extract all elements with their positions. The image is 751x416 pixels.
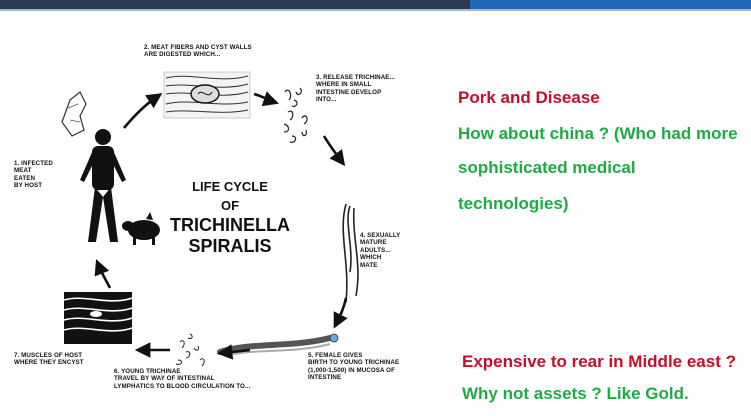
host-muscle-illustration [64, 292, 132, 344]
young-trichinae-illustration [176, 334, 204, 366]
notes-line-1: How about china ? (Who had more [458, 124, 738, 144]
pig-illustration [122, 212, 160, 245]
slide-top-bar [0, 0, 751, 12]
adult-worms-illustration [343, 204, 358, 302]
notes-line-3: technologies) [458, 194, 569, 214]
step1-caption: 1. INFECTED MEAT EATEN BY HOST [14, 160, 53, 190]
meat-fibers-cyst-illustration [164, 72, 250, 118]
title-line-life-cycle: LIFE CYCLE [160, 177, 300, 196]
top-bar-dark-segment [0, 0, 480, 9]
infected-meat-illustration [62, 92, 86, 136]
title-line-trichinella: TRICHINELLA [160, 215, 300, 236]
step2-caption: 2. MEAT FIBERS AND CYST WALLS ARE DIGEST… [144, 44, 252, 59]
title-line-of: OF [160, 196, 300, 215]
notes-bottom-2: Why not assets ? Like Gold. [462, 384, 689, 404]
title-line-spiralis: SPIRALIS [160, 236, 300, 257]
top-bar-underline [0, 9, 751, 11]
notes-bottom-1: Expensive to rear in Middle east ? [462, 352, 736, 372]
notes-heading: Pork and Disease [458, 88, 600, 108]
notes-line-2: sophisticated medical [458, 158, 636, 178]
step4-caption: 4. SEXUALLY MATURE ADULTS... WHICH MATE [360, 232, 400, 269]
step3-caption: 3. RELEASE TRICHINAE... WHERE IN SMALL I… [316, 74, 395, 104]
step6-caption: 6. YOUNG TRICHINAE TRAVEL BY WAY OF INTE… [114, 368, 250, 390]
life-cycle-diagram: 1. INFECTED MEAT EATEN BY HOST 2. MEAT F… [0, 12, 450, 416]
released-trichinae-illustration [284, 88, 307, 142]
life-cycle-title: LIFE CYCLE OF TRICHINELLA SPIRALIS [160, 177, 300, 257]
step7-caption: 7. MUSCLES OF HOST WHERE THEY ENCYST [14, 352, 84, 367]
step5-caption: 5. FEMALE GIVES BIRTH TO YOUNG TRICHINAE… [308, 352, 399, 382]
host-human-figure [80, 129, 126, 242]
top-bar-blue-segment [470, 0, 751, 9]
